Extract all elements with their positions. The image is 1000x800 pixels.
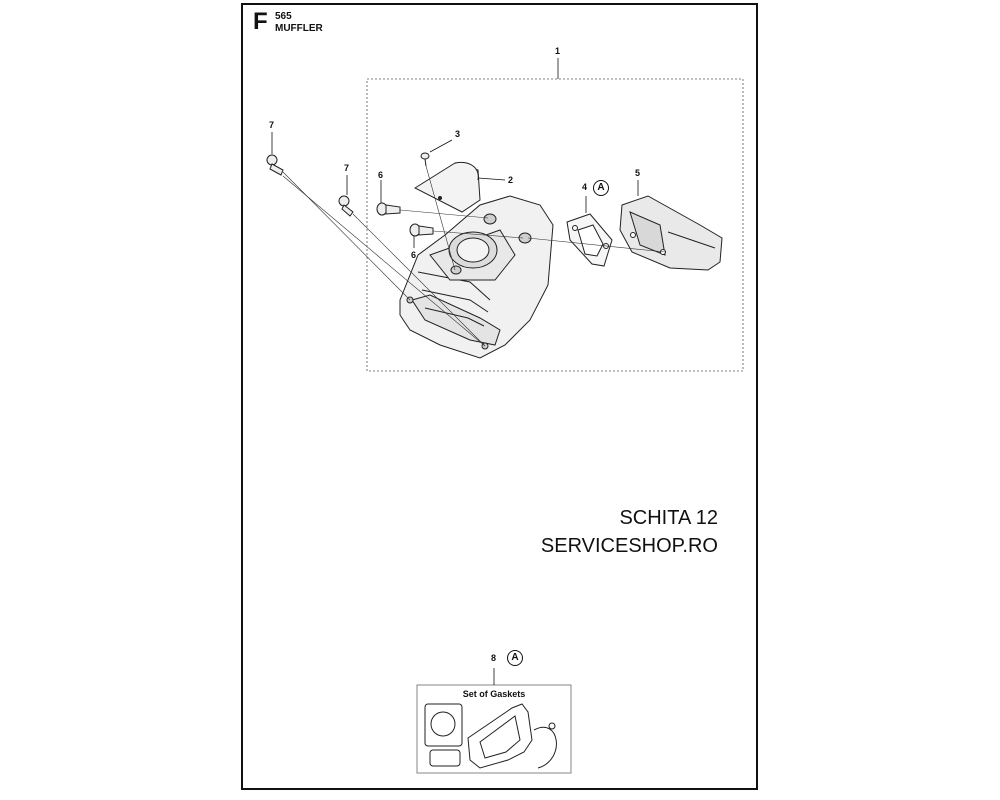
callout-5: 5 bbox=[635, 168, 641, 178]
axis-3 bbox=[425, 165, 456, 271]
leader-2 bbox=[477, 177, 506, 181]
kit-label: Set of Gaskets bbox=[462, 689, 526, 699]
callout-7a: 7 bbox=[269, 120, 275, 130]
screw-3 bbox=[420, 152, 430, 167]
assembly-box bbox=[366, 78, 744, 372]
muffler-body bbox=[399, 195, 554, 359]
gasket-4 bbox=[566, 213, 613, 267]
axis-7a-b bbox=[282, 175, 486, 347]
bolt-6a bbox=[376, 202, 401, 216]
axis-7a bbox=[282, 171, 411, 301]
section-title: MUFFLER bbox=[275, 23, 323, 34]
callout-6a: 6 bbox=[378, 170, 384, 180]
callout-3: 3 bbox=[455, 129, 461, 139]
callout-6b: 6 bbox=[411, 250, 417, 260]
section-letter: F bbox=[253, 8, 268, 35]
page-frame bbox=[241, 3, 758, 790]
callout-7b: 7 bbox=[344, 163, 350, 173]
cover-5 bbox=[619, 195, 723, 271]
callout-1: 1 bbox=[555, 46, 561, 56]
callout-4: 4 bbox=[582, 182, 588, 192]
axis-6b bbox=[432, 230, 524, 239]
reference-a-8: A bbox=[507, 650, 523, 666]
bolt-6b bbox=[409, 223, 434, 237]
leader-3 bbox=[429, 139, 453, 153]
shield-plate bbox=[413, 161, 481, 213]
reference-a-4: A bbox=[593, 180, 609, 196]
screw-7a bbox=[266, 154, 284, 176]
axis-4-5 bbox=[527, 237, 666, 253]
model-number: 565 bbox=[275, 11, 292, 22]
kit-gaskets bbox=[424, 703, 557, 769]
overlay-shop: SERVICESHOP.RO bbox=[540, 535, 718, 557]
callout-2: 2 bbox=[508, 175, 514, 185]
axis-7b bbox=[352, 213, 486, 347]
callout-8: 8 bbox=[491, 653, 497, 663]
overlay-schita: SCHITA 12 bbox=[619, 507, 718, 529]
axis-6a bbox=[399, 209, 489, 219]
screw-7b bbox=[338, 195, 354, 217]
